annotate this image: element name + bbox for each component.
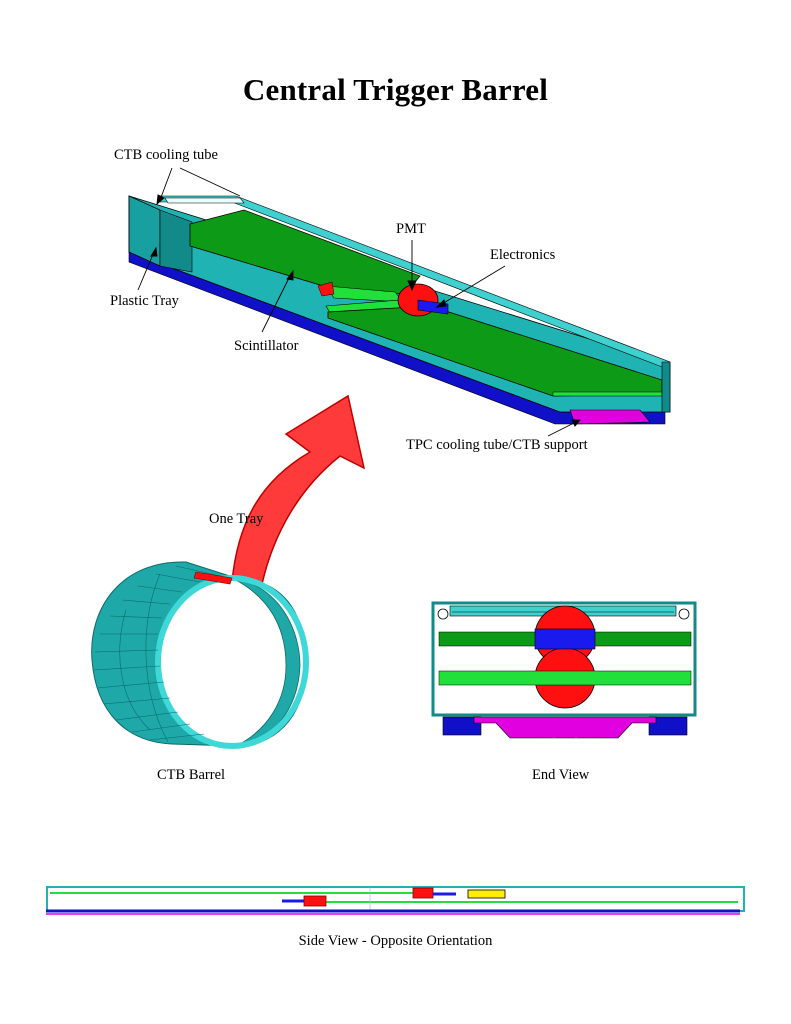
- label-side-view: Side View - Opposite Orientation: [298, 933, 493, 949]
- end-view-support-tube: [552, 720, 578, 738]
- one-tray-arrow: [231, 394, 366, 585]
- pointer-tpc-support: [547, 421, 577, 437]
- label-ctb-cooling-tube: CTB cooling tube: [114, 147, 218, 163]
- pointer-ctb-cooling-a: [159, 167, 173, 201]
- barrel-staves: [93, 565, 221, 743]
- side-view-pmt-lower: [303, 895, 327, 907]
- end-view-cooling-tube-left: [437, 608, 449, 620]
- barrel-highlighted-tray: [193, 571, 233, 585]
- side-view: [46, 886, 745, 915]
- label-scintillator: Scintillator: [234, 338, 299, 354]
- tray-end-wall-inner: [159, 209, 193, 273]
- label-ctb-barrel: CTB Barrel: [157, 767, 226, 783]
- tpc-support-shape: [569, 409, 651, 425]
- end-view-tpc-support: [473, 716, 657, 739]
- pointer-plastic-tray: [137, 251, 155, 291]
- pointer-pmt-head: [407, 280, 417, 292]
- label-one-tray: One Tray: [209, 511, 264, 527]
- ctb-barrel-view: [91, 561, 309, 749]
- scintillator-lower-edge: [552, 391, 663, 397]
- side-view-pmt-upper: [412, 887, 434, 899]
- end-view: [431, 601, 697, 739]
- end-view-cooling-tube-right: [678, 608, 690, 620]
- pointer-ctb-cooling-b: [179, 167, 241, 197]
- label-electronics: Electronics: [490, 247, 556, 263]
- end-view-foot-left: [442, 716, 482, 736]
- label-pointers: [137, 167, 581, 437]
- side-view-yellow-box: [467, 889, 506, 899]
- pmt-small-left: [317, 281, 335, 297]
- pointer-plastic-tray-head: [150, 246, 158, 257]
- pointer-ctb-cooling-a-head: [156, 194, 165, 206]
- end-view-electronics: [534, 628, 596, 650]
- side-view-tray: [46, 886, 745, 912]
- pointer-tpc-support-head: [571, 419, 581, 427]
- pointer-electronics: [441, 265, 506, 305]
- ctb-cooling-tube-shape: [164, 197, 245, 204]
- label-tpc-cooling-support: TPC cooling tube/CTB support: [406, 437, 588, 453]
- label-pmt: PMT: [396, 221, 426, 237]
- label-end-view: End View: [532, 767, 590, 783]
- tray-3d-view: [128, 195, 671, 425]
- pointer-electronics-head: [435, 299, 447, 308]
- pointer-scintillator-head: [286, 269, 294, 281]
- end-view-scint-lower: [438, 670, 692, 686]
- pointer-scintillator: [261, 275, 291, 333]
- label-plastic-tray: Plastic Tray: [110, 293, 179, 309]
- tray-right-cap: [661, 361, 671, 413]
- end-view-foot-right: [648, 716, 688, 736]
- page-title: Central Trigger Barrel: [242, 72, 549, 107]
